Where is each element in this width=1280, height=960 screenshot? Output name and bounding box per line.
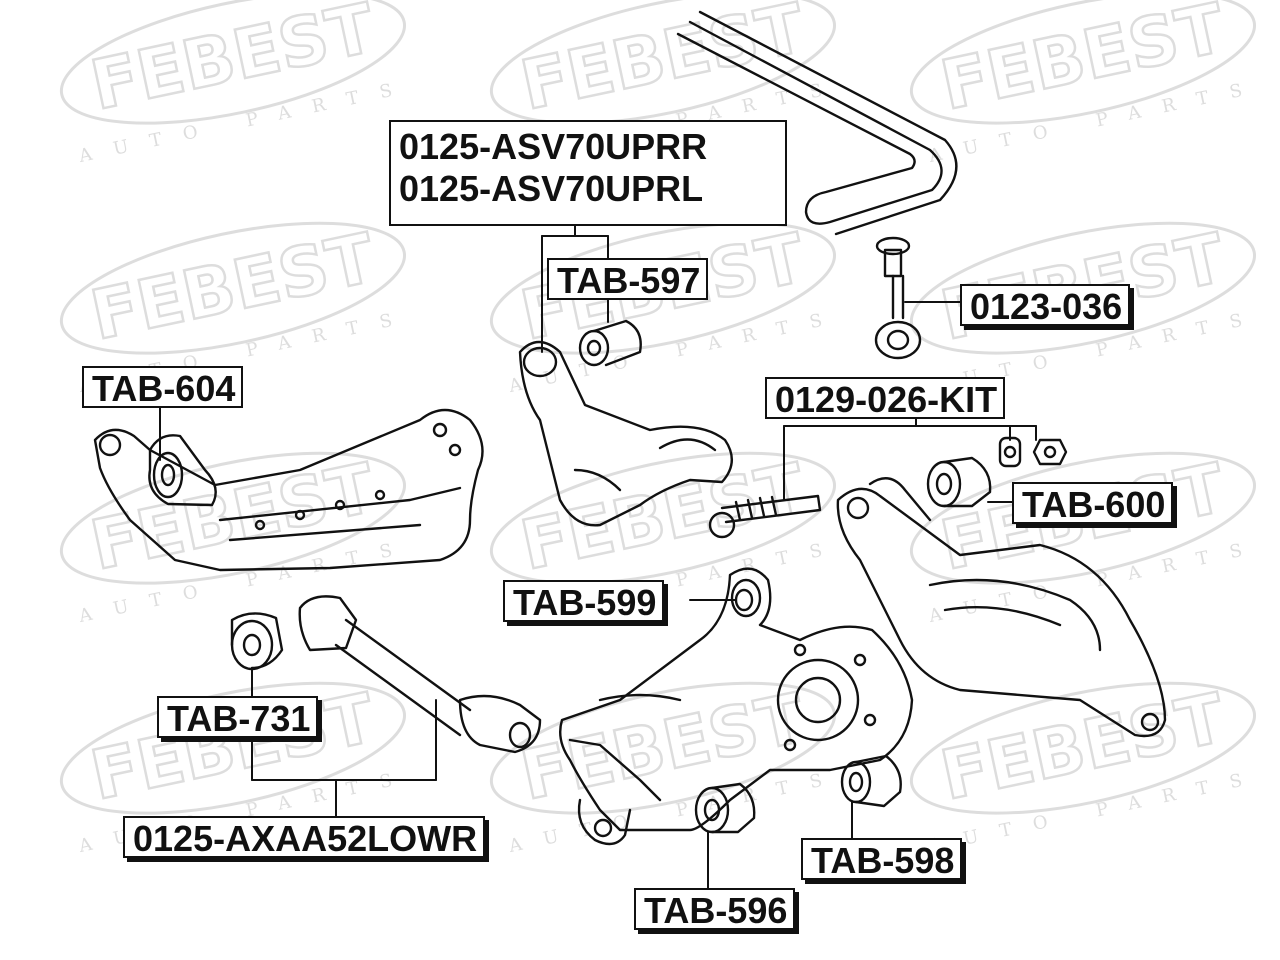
leader-lines	[159, 223, 1037, 889]
bushing-tab-599	[734, 588, 754, 612]
bushing-tab-597	[578, 319, 642, 367]
label-upper-arm-rr: 0125-ASV70UPRR	[399, 126, 708, 167]
bushing-tab-598	[840, 754, 902, 808]
label-tab-599: TAB-599	[503, 580, 665, 622]
stabilizer-link	[874, 236, 922, 360]
rear-knuckle	[559, 567, 914, 832]
trailing-arm	[93, 408, 484, 572]
bushing-tab-600	[926, 456, 992, 508]
stabilizer-bar	[676, 10, 958, 236]
bushing-tab-596	[694, 782, 756, 834]
label-upper-arm: 0125-ASV70UPRR 0125-ASV70UPRL	[389, 120, 787, 226]
bushing-tab-731	[230, 612, 284, 671]
label-tab-604: TAB-604	[82, 366, 244, 408]
upper-control-arm	[518, 340, 733, 527]
bushing-tab-604	[148, 434, 217, 507]
label-tab-600: TAB-600	[1012, 482, 1174, 524]
lower-control-arm-right	[836, 477, 1167, 738]
label-tab-596: TAB-596	[634, 888, 796, 930]
label-upper-arm-rl: 0125-ASV70UPRL	[399, 168, 704, 210]
label-0129-026-kit: 0129-026-KIT	[765, 377, 1006, 419]
camber-kit-parts	[708, 436, 1068, 539]
knuckle-lower-ear	[577, 798, 632, 846]
label-lower-arm: 0125-AXAA52LOWR	[123, 816, 486, 858]
label-tab-731: TAB-731	[157, 696, 319, 738]
label-tab-597: TAB-597	[547, 258, 709, 300]
label-tab-598: TAB-598	[801, 838, 963, 880]
lower-arm-left	[298, 595, 542, 754]
label-0123-036: 0123-036	[960, 284, 1131, 326]
